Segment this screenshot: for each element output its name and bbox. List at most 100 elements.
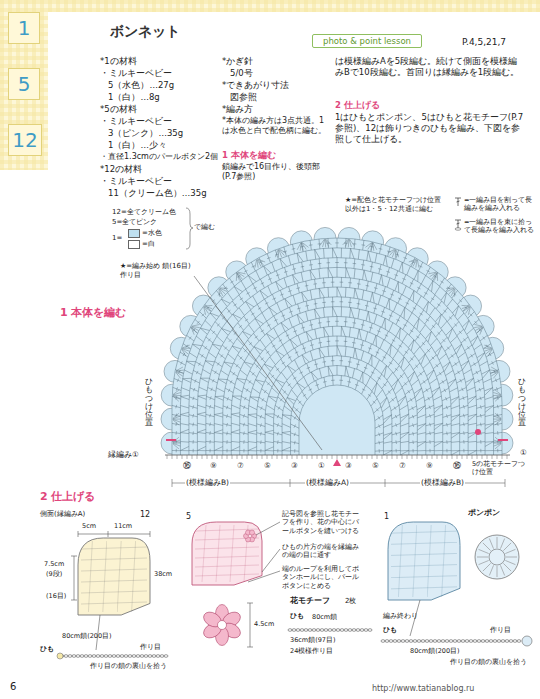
stitch-mark <box>430 378 438 383</box>
bonnet-12 <box>88 541 92 612</box>
stitch-mark <box>446 284 451 292</box>
stitch-mark <box>425 347 431 354</box>
stitch-mark <box>175 405 177 408</box>
stitch-mark <box>425 396 433 400</box>
stitch-mark <box>276 380 282 387</box>
stitch-mark <box>462 388 464 391</box>
stitch-mark <box>295 352 298 353</box>
stitch-mark <box>371 372 374 374</box>
stitch-mark <box>477 441 485 443</box>
stitch-mark <box>392 380 398 387</box>
string-chain <box>128 655 132 658</box>
stitch-mark <box>270 357 276 365</box>
label: ① <box>520 448 527 458</box>
stitch-mark <box>467 328 474 334</box>
stitch-mark <box>275 405 283 410</box>
stitch-mark <box>352 322 356 323</box>
stitch-mark <box>353 338 355 348</box>
stitch-mark <box>335 340 339 341</box>
stitch-mark <box>483 337 485 340</box>
stitch-mark <box>186 361 195 362</box>
stitch-mark <box>248 430 256 432</box>
stitch-mark <box>229 278 234 286</box>
stitch-mark <box>176 396 177 399</box>
stitch-mark <box>279 340 282 342</box>
stitch-mark <box>257 260 258 268</box>
stitch-mark <box>227 293 232 301</box>
stitch-mark <box>415 333 421 341</box>
stitch-mark <box>410 372 415 382</box>
stitch-mark <box>319 348 325 357</box>
stitch-mark <box>264 364 273 368</box>
stitch-mark <box>200 328 209 330</box>
stitch-mark <box>257 406 265 410</box>
stitch-mark <box>203 369 211 374</box>
stitch-mark <box>265 414 273 418</box>
stitch-mark <box>413 363 420 370</box>
dimension-line <box>108 531 109 537</box>
stitch-mark <box>446 432 448 436</box>
stitch-mark <box>429 414 430 417</box>
stitch-mark <box>305 305 309 307</box>
stitch-mark <box>434 414 442 417</box>
label: 側面(縁編みA) <box>40 510 85 519</box>
string-chain <box>116 655 120 658</box>
stitch-mark <box>451 451 459 455</box>
stitch-mark <box>480 397 481 400</box>
stitch-mark <box>230 380 232 383</box>
stitch-mark <box>385 318 386 329</box>
stitch-mark <box>248 424 256 427</box>
stitch-mark <box>233 314 239 321</box>
stitch-mark <box>214 406 222 409</box>
label: 図参照 <box>230 92 257 103</box>
stitch-mark <box>423 380 425 383</box>
stitch-mark <box>408 406 416 410</box>
stitch-mark <box>260 440 262 444</box>
stitch-mark <box>474 344 481 349</box>
string-chain <box>485 640 489 643</box>
stitch-mark <box>349 327 350 337</box>
pattern-number-tab: 1 <box>8 12 40 44</box>
stitch-mark <box>370 292 372 302</box>
label: 12 <box>140 510 150 520</box>
stitch-mark <box>460 405 468 408</box>
stitch-mark <box>223 415 231 418</box>
stitch-mark <box>301 272 303 282</box>
label: ⑦ <box>236 461 245 471</box>
edge-row <box>362 455 363 459</box>
stitch-mark <box>344 341 348 342</box>
stitch-mark <box>324 377 326 387</box>
string-chain <box>112 655 116 658</box>
edge-row <box>487 455 488 459</box>
stitch-mark <box>232 405 240 409</box>
string-chain <box>425 640 429 643</box>
stitch-mark <box>232 301 238 309</box>
stitch-mark <box>305 285 309 287</box>
stitch-mark <box>468 414 476 421</box>
stitch-mark <box>212 379 214 382</box>
edge-row <box>232 455 233 459</box>
stitch-mark <box>397 319 400 321</box>
stitch-mark <box>476 327 483 333</box>
note-text: 鎖編みで16目作り、後頭部(P.7参照) <box>222 162 327 183</box>
stitch-mark <box>420 313 423 315</box>
stitch-mark <box>451 406 459 409</box>
stitch-mark <box>231 432 239 434</box>
bonnet-12 <box>117 541 121 612</box>
stitch-mark <box>234 286 239 294</box>
stitch-mark <box>494 443 502 446</box>
stitch-mark <box>265 432 273 434</box>
bonnet-5 <box>202 525 206 582</box>
stitch-mark <box>349 278 351 288</box>
stitch-mark <box>344 321 348 322</box>
stitch-mark <box>370 323 373 332</box>
stitch-mark <box>173 416 181 419</box>
stitch-mark <box>384 331 388 340</box>
stitch-mark <box>417 260 418 268</box>
stitch-mark <box>177 361 185 365</box>
stitch-mark <box>236 273 237 281</box>
bonnet-5 <box>230 525 234 582</box>
stitch-mark <box>224 397 232 401</box>
stitch-symbol <box>455 198 461 199</box>
stitch-mark <box>432 357 434 360</box>
